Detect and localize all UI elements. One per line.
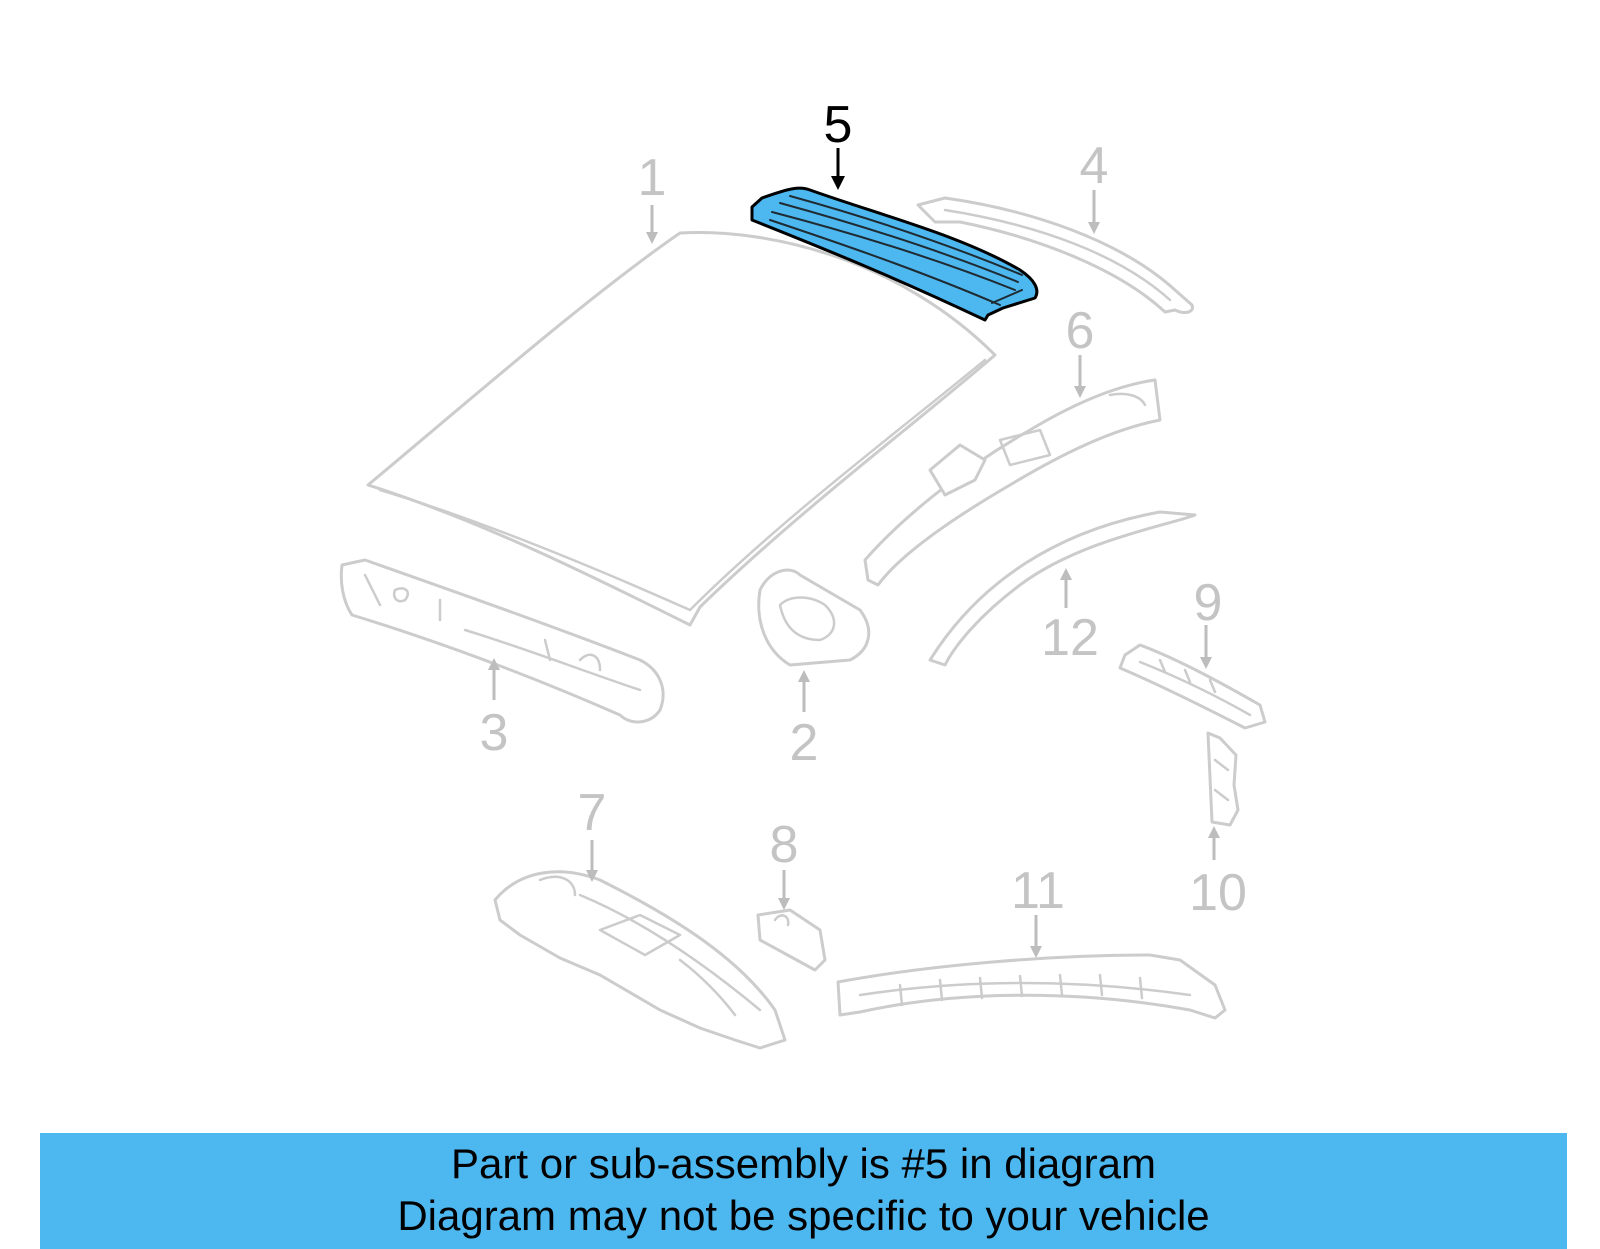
banner-line-1: Part or sub-assembly is #5 in diagram xyxy=(451,1140,1156,1187)
callout-9[interactable]: 9 xyxy=(1194,574,1223,632)
part-5-roof-bow[interactable] xyxy=(750,186,1039,322)
arrow-10 xyxy=(1208,826,1220,838)
part-3-header-panel[interactable] xyxy=(339,558,665,724)
callout-2[interactable]: 2 xyxy=(790,714,819,772)
arrow-7 xyxy=(586,870,598,882)
callout-11[interactable]: 11 xyxy=(1011,862,1065,920)
arrow-4 xyxy=(1088,222,1100,234)
info-banner: Part or sub-assembly is #5 in diagram Di… xyxy=(40,1133,1567,1249)
callout-3[interactable]: 3 xyxy=(480,704,509,762)
part-1-roof-panel[interactable] xyxy=(366,231,997,627)
part-2-bracket[interactable] xyxy=(757,568,871,667)
part-7-reinforcement[interactable] xyxy=(493,870,787,1050)
part-10-bracket[interactable] xyxy=(1206,731,1240,827)
callout-5[interactable]: 5 xyxy=(824,96,853,154)
arrow-12 xyxy=(1060,568,1072,580)
part-6-rear-panel[interactable] xyxy=(863,378,1162,587)
parts-diagram: 1 5 4 6 12 2 xyxy=(339,96,1267,1050)
callout-4[interactable]: 4 xyxy=(1080,137,1109,195)
callout-6[interactable]: 6 xyxy=(1066,302,1095,360)
callout-8[interactable]: 8 xyxy=(770,816,799,874)
arrow-1 xyxy=(646,232,658,244)
banner-line-2: Diagram may not be specific to your vehi… xyxy=(397,1192,1210,1239)
arrow-6 xyxy=(1074,386,1086,398)
part-11-reinforcement-bar[interactable] xyxy=(836,953,1227,1020)
part-8-clip[interactable] xyxy=(756,908,827,972)
part-9-rail[interactable] xyxy=(1118,643,1267,730)
callout-10[interactable]: 10 xyxy=(1189,864,1247,922)
arrow-11 xyxy=(1030,946,1042,958)
arrow-2 xyxy=(798,670,810,682)
part-4-roof-rail[interactable] xyxy=(916,196,1195,314)
arrow-5 xyxy=(831,176,845,190)
part-12-arched-strip[interactable] xyxy=(928,510,1197,667)
callout-7[interactable]: 7 xyxy=(578,784,607,842)
callout-1[interactable]: 1 xyxy=(638,149,667,207)
arrow-3 xyxy=(488,658,500,670)
arrow-8 xyxy=(778,898,790,910)
arrow-9 xyxy=(1200,657,1212,669)
callout-12[interactable]: 12 xyxy=(1041,609,1099,667)
